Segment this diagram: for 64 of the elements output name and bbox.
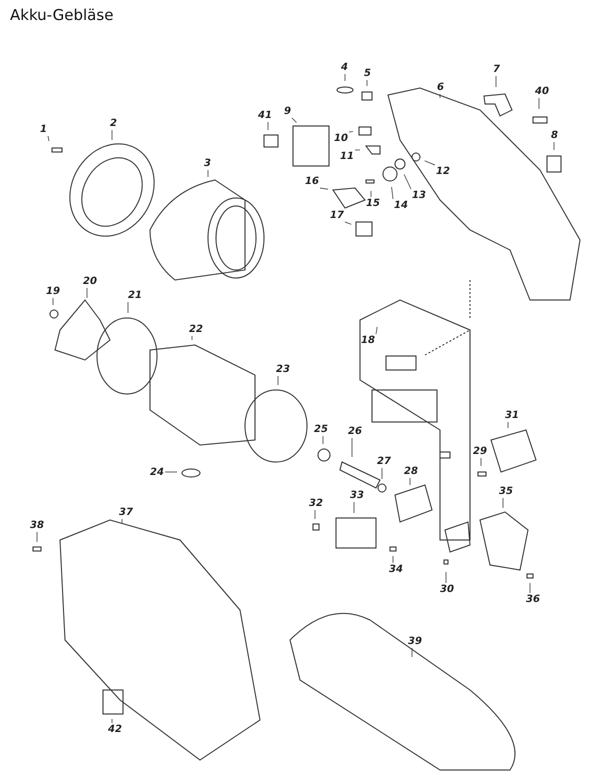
leader-line bbox=[404, 174, 412, 190]
callout-number: 11 bbox=[340, 151, 354, 162]
leader-line bbox=[344, 74, 346, 82]
callout-number: 31 bbox=[505, 410, 519, 421]
callout-number: 34 bbox=[389, 564, 403, 575]
callout-number: 25 bbox=[314, 424, 328, 435]
leader-line bbox=[502, 498, 504, 508]
callout-number: 30 bbox=[440, 584, 454, 595]
callout-number: 27 bbox=[377, 456, 391, 467]
callout-number: 1 bbox=[40, 124, 47, 135]
leader-line bbox=[376, 326, 378, 334]
leader-line bbox=[480, 458, 482, 466]
callout-number: 28 bbox=[404, 466, 418, 477]
callout-number: 35 bbox=[499, 486, 513, 497]
callout-number: 8 bbox=[551, 130, 558, 141]
callout-number: 24 bbox=[150, 467, 164, 478]
callout-number: 10 bbox=[334, 133, 348, 144]
callout-number: 21 bbox=[128, 290, 142, 301]
callout-number: 2 bbox=[110, 118, 117, 129]
leader-line bbox=[314, 510, 316, 520]
callout-number: 3 bbox=[204, 158, 211, 169]
callout-number: 16 bbox=[305, 176, 319, 187]
callout-number: 7 bbox=[493, 64, 500, 75]
callout-number: 12 bbox=[436, 166, 450, 177]
leader-line bbox=[391, 186, 394, 200]
callout-number: 33 bbox=[350, 490, 364, 501]
leader-line bbox=[52, 298, 54, 306]
callout-number: 14 bbox=[394, 200, 408, 211]
diagram-title: Akku-Gebläse bbox=[10, 6, 114, 24]
leader-line bbox=[320, 188, 328, 190]
callout-number: 23 bbox=[276, 364, 290, 375]
callout-number: 32 bbox=[309, 498, 323, 509]
leader-line bbox=[86, 288, 88, 298]
leader-line bbox=[366, 80, 368, 86]
leader-line bbox=[424, 160, 436, 166]
callout-number: 26 bbox=[348, 426, 362, 437]
callout-number: 5 bbox=[364, 68, 371, 79]
callout-number: 20 bbox=[83, 276, 97, 287]
callout-number: 9 bbox=[284, 106, 291, 117]
leader-line bbox=[48, 136, 50, 142]
callout-number: 6 bbox=[437, 82, 444, 93]
callout-number: 19 bbox=[46, 286, 60, 297]
leader-line bbox=[370, 190, 372, 198]
callout-number: 13 bbox=[412, 190, 426, 201]
leader-line bbox=[292, 118, 297, 123]
callout-number: 18 bbox=[361, 335, 375, 346]
callout-number: 40 bbox=[535, 86, 549, 97]
callout-number: 36 bbox=[526, 594, 540, 605]
callout-number: 4 bbox=[341, 62, 348, 73]
callout-number: 15 bbox=[366, 198, 380, 209]
leader-line bbox=[36, 532, 38, 542]
callout-number: 38 bbox=[30, 520, 44, 531]
callout-number: 22 bbox=[189, 324, 203, 335]
leader-line bbox=[348, 131, 354, 132]
leader-line bbox=[538, 98, 540, 110]
leader-line bbox=[344, 222, 352, 225]
callout-number: 29 bbox=[473, 446, 487, 457]
callout-number: 41 bbox=[258, 110, 272, 121]
callout-number: 39 bbox=[408, 636, 422, 647]
leader-line bbox=[322, 436, 324, 444]
callout-number: 17 bbox=[330, 210, 344, 221]
leader-line bbox=[392, 556, 394, 564]
callout-number: 42 bbox=[108, 724, 122, 735]
callout-number: 37 bbox=[119, 507, 133, 518]
